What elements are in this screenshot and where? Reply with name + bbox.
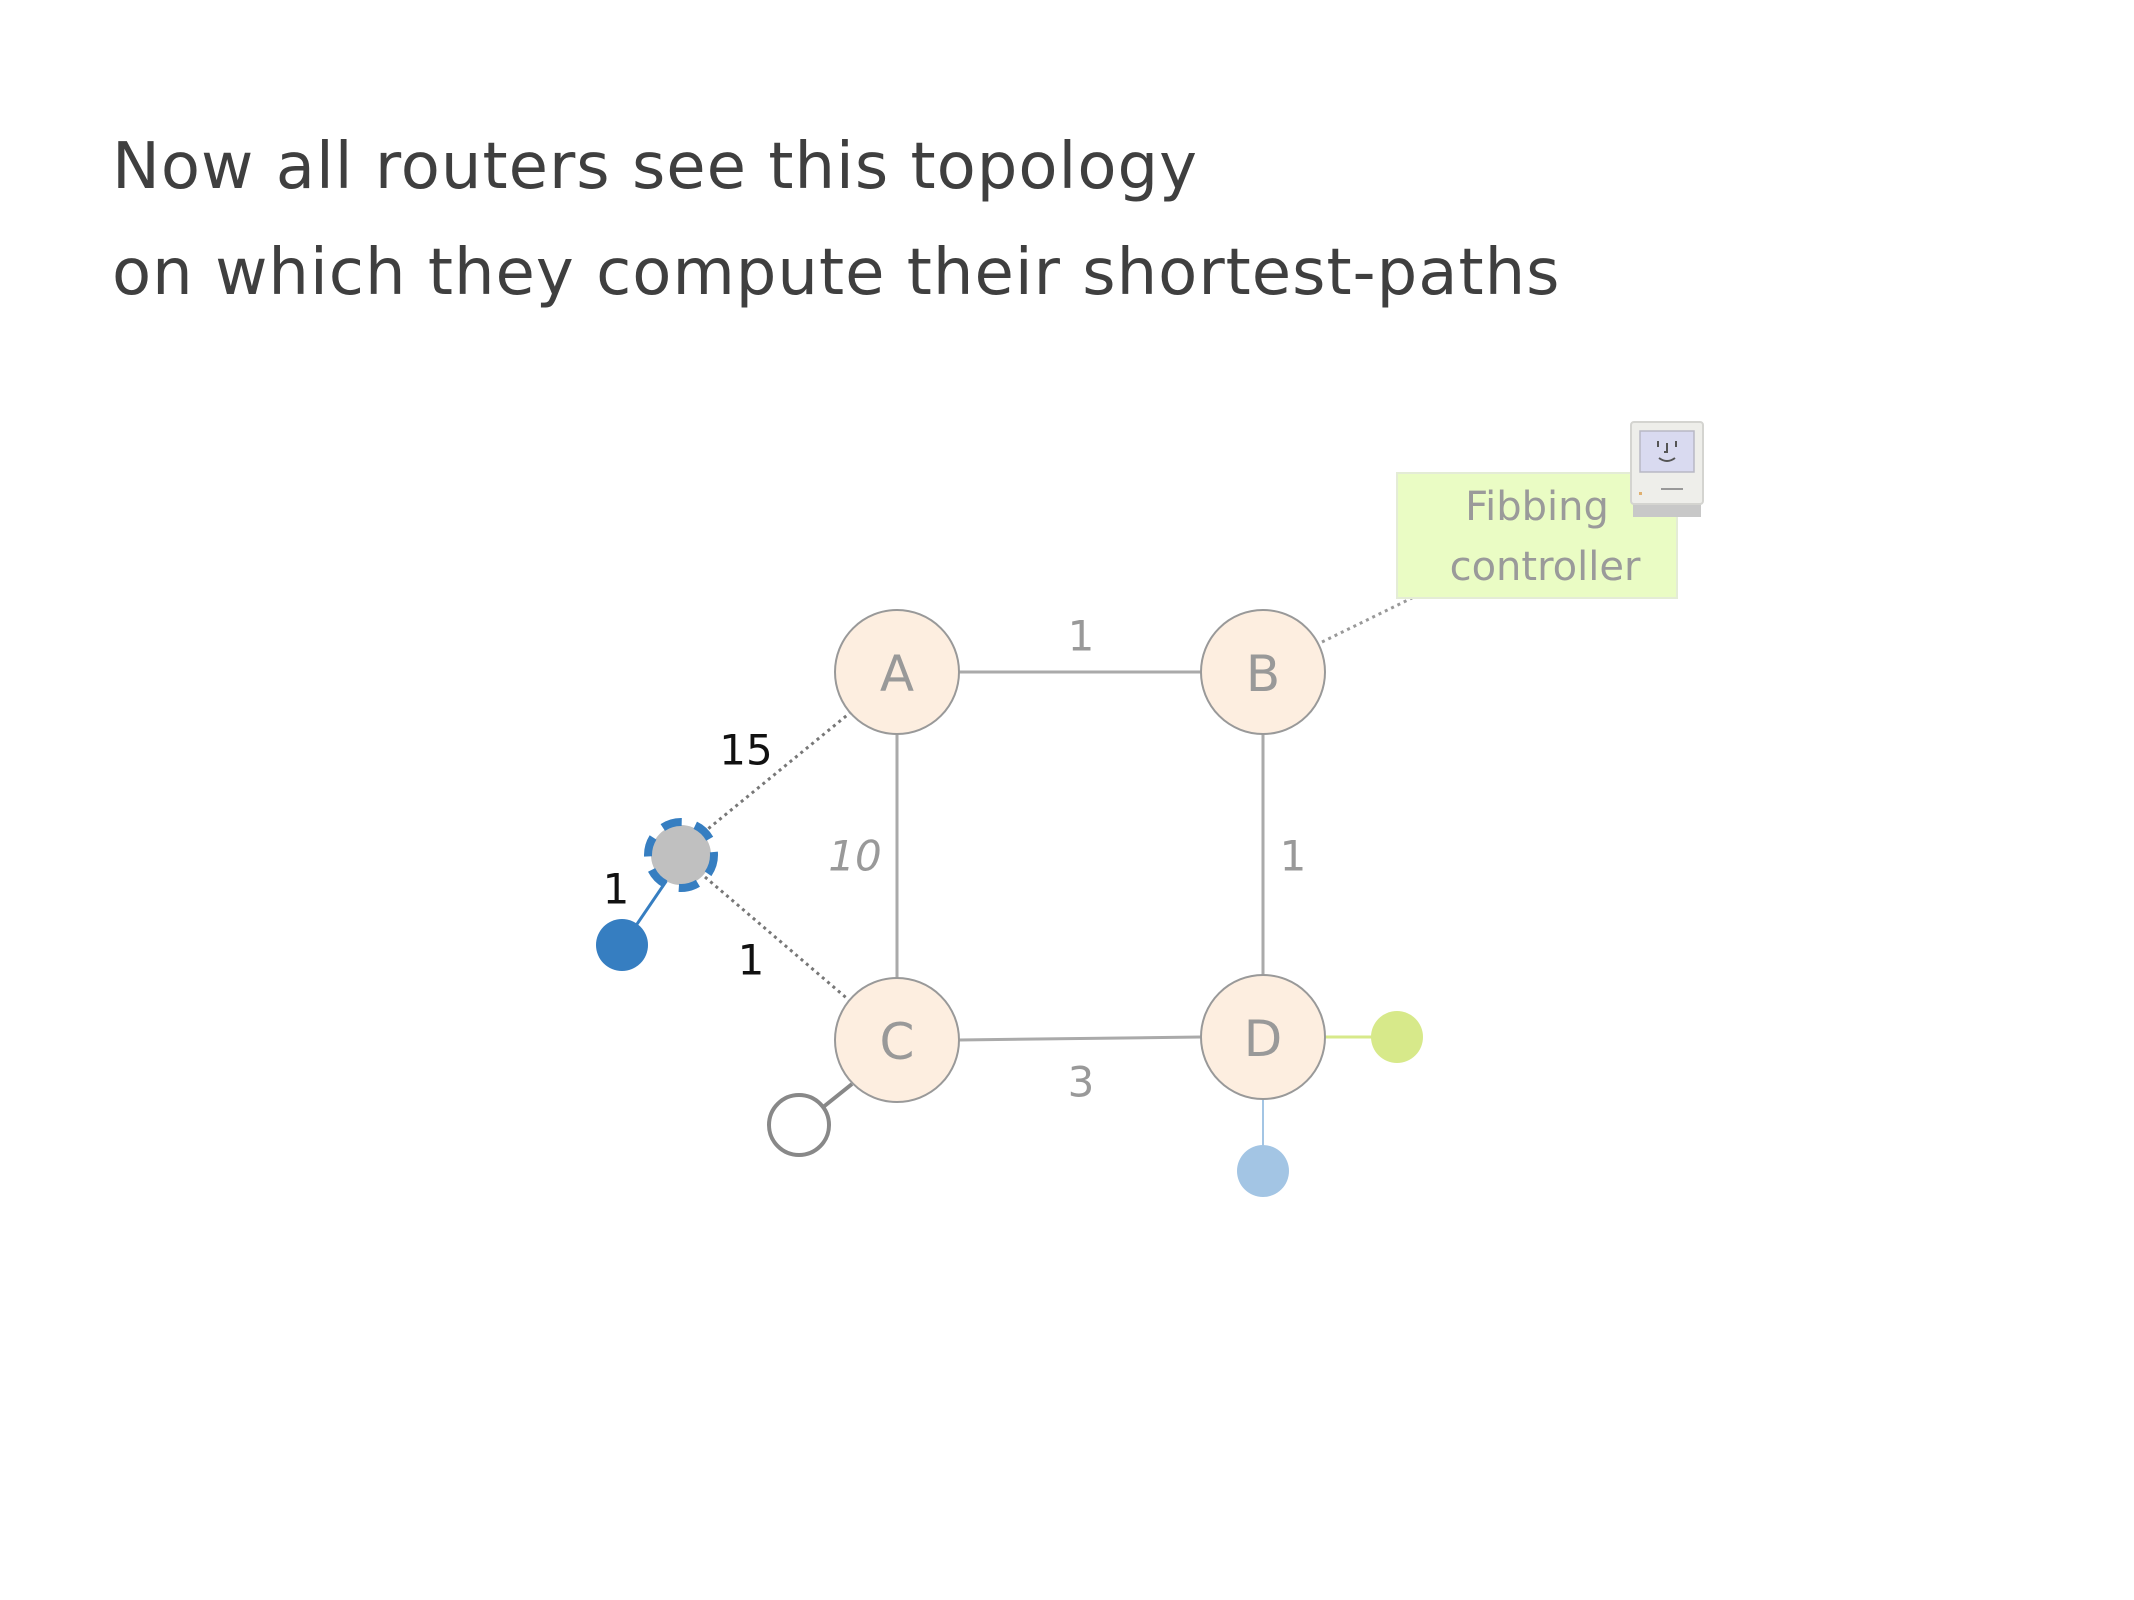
computer-icon [1630,421,1704,517]
weight-fake-a: 15 [719,726,772,775]
fake-node[interactable] [644,818,718,892]
weight-a-c: 10 [828,832,881,881]
fake-link-c [704,875,851,1003]
link-c-white [820,1082,854,1110]
router-b-label: B [1246,645,1280,703]
weight-fake-c: 1 [738,936,765,985]
router-c-label: C [880,1013,915,1071]
destination-lightblue[interactable] [1237,1145,1289,1197]
router-a-label: A [880,645,914,703]
router-a[interactable]: A [834,609,960,735]
router-b[interactable]: B [1200,609,1326,735]
controller-label-line2: controller [1450,544,1641,590]
destination-green[interactable] [1371,1011,1423,1063]
controller-label-line1: Fibbing [1465,484,1609,530]
weight-c-d: 3 [1068,1058,1095,1107]
link-b-controller [1321,596,1413,644]
router-d[interactable]: D [1200,974,1326,1100]
fake-link-dest [633,879,669,928]
weight-fake-dest: 1 [603,865,630,914]
destination-white[interactable] [767,1093,831,1157]
router-c[interactable]: C [834,977,960,1103]
weight-b-d: 1 [1280,832,1307,881]
slide-title-line2: on which they compute their shortest-pat… [112,236,1561,310]
router-d-label: D [1244,1010,1283,1068]
weight-a-b: 1 [1068,612,1095,661]
link-c-d [958,1035,1202,1042]
destination-blue[interactable] [596,919,648,971]
slide-title-line1: Now all routers see this topology [112,130,1198,204]
fibbing-controller[interactable]: Fibbing controller [1396,472,1678,599]
